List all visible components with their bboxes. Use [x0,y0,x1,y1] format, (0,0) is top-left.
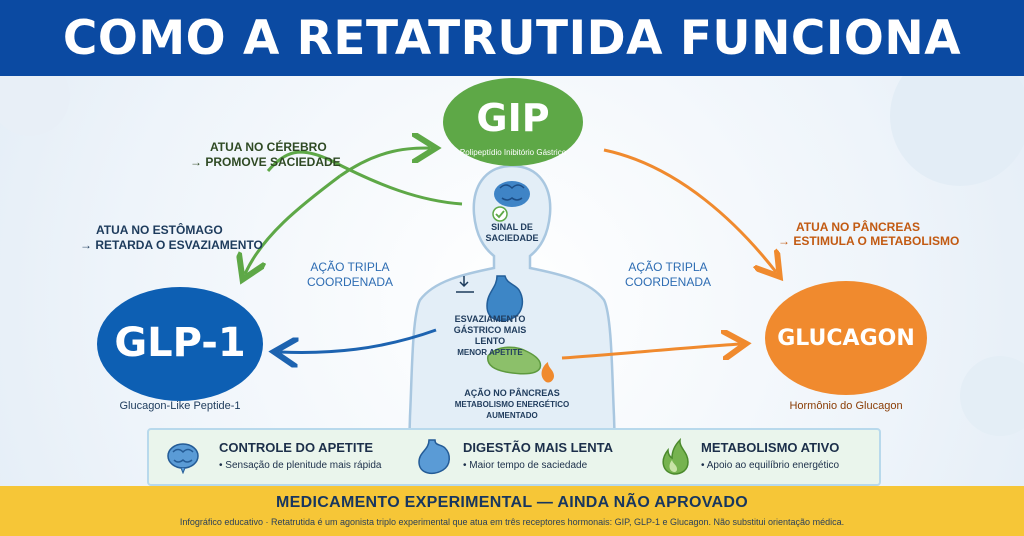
triple-action-left: AÇÃO TRIPLA COORDENADA [300,260,400,290]
flame-icon-small [541,362,554,383]
glucagon-caption: Hormônio do Glucagon [789,400,903,412]
benefits-panel: CONTROLE DO APETITE • Sensação de plenit… [147,428,881,486]
pancreas-body-line1: AÇÃO NO PÂNCREAS [464,388,560,398]
benefit-appetite-title: CONTROLE DO APETITE [219,440,374,455]
gip-bubble [443,78,583,166]
glp1-title: GLP-1 [114,320,246,366]
arrow-gip-to-brain-label [266,150,463,206]
page-title: COMO A RETATRUTIDA FUNCIONA [62,10,962,66]
pancreas-action-effect: → ESTIMULA O METABOLISMO [778,234,960,248]
benefit-metabolism-title: METABOLISMO ATIVO [701,440,840,455]
triple-action-right: AÇÃO TRIPLA COORDENADA [618,260,718,290]
decor-circle [960,356,1024,436]
glp1-bubble [97,287,263,401]
arrow-body-to-glp1 [280,328,437,352]
stomach-action-effect: → RETARDA O ESVAZIAMENTO [80,238,263,252]
glucagon-title: GLUCAGON [777,326,915,351]
brain-action-label: ATUA NO CÉREBRO [210,140,327,154]
footer-banner: MEDICAMENTO EXPERIMENTAL — AINDA NÃO APR… [0,486,1024,536]
satiety-signal-label: SINAL DE SACIEDADE [472,222,552,244]
header-banner: COMO A RETATRUTIDA FUNCIONA [0,0,1024,76]
triple-action-right-line1: AÇÃO TRIPLA [628,260,708,274]
brain-action-effect: → PROMOVE SACIEDADE [190,155,341,169]
satiety-line2: SACIEDADE [485,233,539,243]
decor-circle [890,76,1024,186]
gastric-line4: MENOR APETITE [457,348,523,357]
footer-disclaimer: Infográfico educativo · Retatrutida é um… [179,517,845,527]
flame-icon [662,438,689,475]
gastric-line1: ESVAZIAMENTO [454,314,526,324]
glp1-caption: Glucagon-Like Peptide-1 [119,400,241,412]
benefit-digestion-sub: • Maior tempo de saciedade [463,460,588,471]
diagram-graphics [0,76,1024,486]
brain-icon [167,443,199,474]
benefit-metabolism: METABOLISMO ATIVO • Apoio ao equilíbrio … [659,430,873,484]
benefit-appetite: CONTROLE DO APETITE • Sensação de plenit… [161,430,397,484]
arrow-body-to-glucagon [561,344,740,358]
triple-action-left-line2: COORDENADA [306,275,393,289]
pancreas-body-line2: METABOLISMO ENERGÉTICO [454,400,570,409]
gip-title: GIP [476,96,550,140]
gastric-emptying-label: ESVAZIAMENTO GÁSTRICO MAIS LENTO MENOR A… [440,314,540,358]
pancreas-action-body-label: AÇÃO NO PÂNCREAS METABOLISMO ENERGÉTICO … [446,388,578,421]
brain-icon [494,181,530,207]
benefit-appetite-sub: • Sensação de plenitude mais rápida [219,460,382,471]
check-icon [492,206,508,222]
pancreas-body-line3: AUMENTADO [486,411,538,420]
arrow-gip-to-glucagon [603,148,776,272]
stomach-icon [418,439,450,475]
satiety-line1: SINAL DE [491,222,533,232]
triple-action-left-line1: AÇÃO TRIPLA [310,260,390,274]
benefit-digestion-title: DIGESTÃO MAIS LENTA [463,440,613,455]
stomach-action-label: ATUA NO ESTÔMAGO [96,223,223,237]
arrow-to-gip [339,148,430,178]
gip-subtitle: Polipeptídio Inibitório Gástrico [459,148,567,157]
stomach-icon [456,275,524,322]
decor-circle [0,76,70,136]
triple-action-right-line2: COORDENADA [624,275,711,289]
footer-warning-title: MEDICAMENTO EXPERIMENTAL — AINDA NÃO APR… [276,494,748,511]
pancreas-action-label: ATUA NO PÂNCREAS [796,220,921,234]
benefit-metabolism-sub: • Apoio ao equilíbrio energético [701,460,840,471]
arrow-to-glp1 [245,174,341,274]
gastric-line3: LENTO [474,336,506,346]
gastric-line2: GÁSTRICO MAIS [453,325,527,335]
pancreas-icon [487,346,542,375]
diagram-stage: GIP Polipeptídio Inibitório Gástrico GLP… [0,76,1024,486]
benefit-digestion: DIGESTÃO MAIS LENTA • Maior tempo de sac… [417,430,637,484]
human-body-silhouette [406,164,618,486]
glucagon-bubble [765,281,927,395]
